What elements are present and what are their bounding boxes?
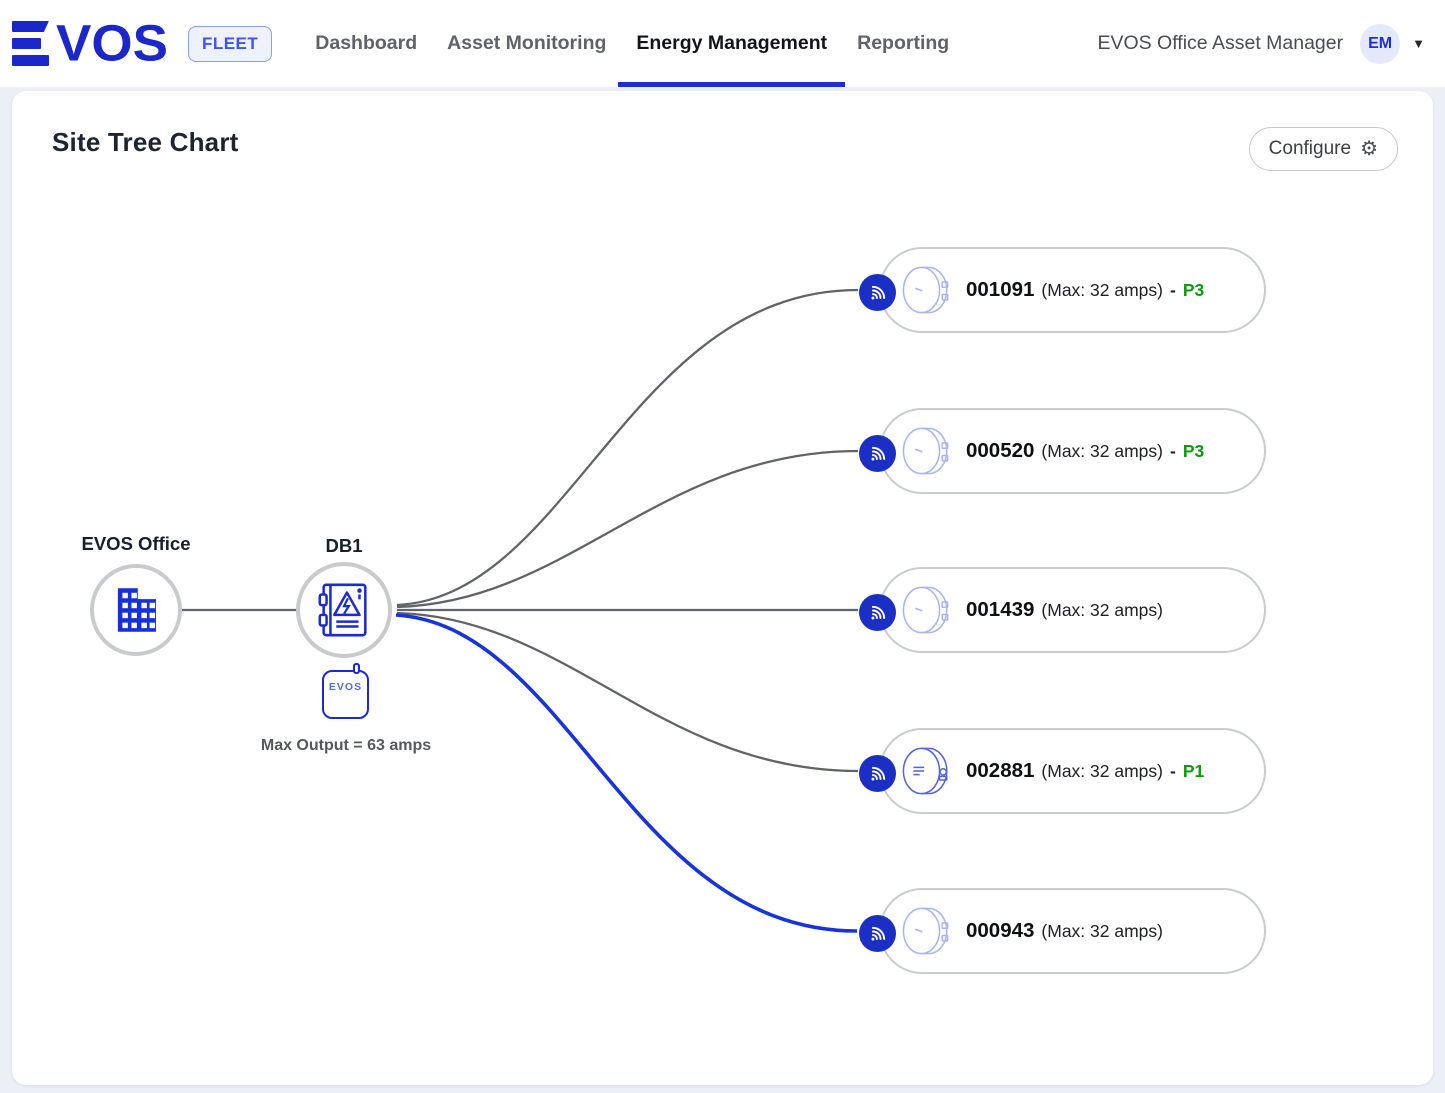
charger-max-amps: (Max: 32 amps) [1041, 600, 1163, 620]
main-nav: Dashboard Asset Monitoring Energy Manage… [304, 0, 960, 87]
site-node[interactable] [90, 564, 182, 656]
antenna-icon [353, 663, 360, 674]
charger-phase-badge: P3 [1182, 280, 1205, 300]
ev-charger-icon [902, 427, 949, 475]
distribution-board-icon [318, 583, 367, 637]
account-label: EVOS Office Asset Manager [1097, 32, 1344, 54]
charger-serial: 002881 [966, 759, 1035, 782]
nav-tab-energy-management[interactable]: Energy Management [618, 0, 845, 87]
device-label: EVOS [328, 681, 363, 693]
building-icon [117, 588, 156, 632]
nav-tab-reporting[interactable]: Reporting [857, 32, 950, 54]
gear-icon: ⚙ [1360, 138, 1378, 160]
wifi-status-icon [859, 915, 896, 952]
charger-max-amps: (Max: 32 amps) [1041, 761, 1163, 781]
wifi-status-icon [859, 594, 896, 631]
configure-button[interactable]: Configure ⚙ [1248, 127, 1398, 171]
ev-charger-icon [902, 747, 948, 795]
separator: - [1169, 441, 1176, 461]
separator: - [1169, 280, 1176, 300]
evos-logo[interactable]: VOS [12, 17, 168, 70]
fleet-badge: FLEET [187, 25, 273, 62]
charger-max-amps: (Max: 32 amps) [1041, 280, 1163, 300]
connection-line-db1-000520 [396, 449, 859, 609]
charger-serial: 001439 [966, 598, 1035, 621]
nav-tab-asset-monitoring[interactable]: Asset Monitoring [447, 32, 607, 54]
connection-line-db1-001091 [396, 288, 859, 607]
connection-line-db1-000943-highlighted [395, 613, 858, 933]
charger-phase-badge: P1 [1182, 761, 1205, 781]
charger-pill-000943[interactable]: 000943 (Max: 32 amps) [859, 888, 1266, 974]
evos-logo-text: VOS [56, 15, 168, 72]
db1-node[interactable] [296, 562, 392, 658]
site-node-label: EVOS Office [81, 533, 191, 554]
ev-charger-icon [902, 586, 949, 634]
charger-serial: 000520 [966, 439, 1035, 462]
ev-charger-icon [902, 907, 949, 955]
wifi-status-icon [859, 435, 896, 472]
evos-logo-e-icon [12, 21, 49, 66]
ev-charger-icon [902, 266, 949, 314]
max-output-label: Max Output = 63 amps [260, 737, 432, 754]
header-account-area: EVOS Office Asset Manager EM ▼ [1097, 23, 1425, 64]
charger-pill-001439[interactable]: 001439 (Max: 32 amps) [859, 567, 1266, 653]
charger-serial: 001091 [966, 278, 1035, 301]
charger-pill-000520[interactable]: 000520 (Max: 32 amps) - P3 [859, 408, 1266, 494]
evos-gateway-device: EVOS [322, 663, 369, 719]
db1-node-label: DB1 [325, 535, 363, 556]
nav-tab-dashboard[interactable]: Dashboard [315, 32, 418, 54]
top-navigation-bar: VOS FLEET Dashboard Asset Monitoring Ene… [0, 0, 1445, 87]
wifi-status-icon [859, 755, 896, 792]
page-title: Site Tree Chart [52, 127, 239, 157]
charger-serial: 000943 [966, 919, 1035, 942]
charger-phase-badge: P3 [1182, 441, 1205, 461]
wifi-status-icon [859, 274, 896, 311]
configure-button-label: Configure [1268, 138, 1352, 159]
charger-pill-002881[interactable]: 002881 (Max: 32 amps) - P1 [859, 728, 1266, 814]
chevron-down-icon[interactable]: ▼ [1412, 36, 1425, 51]
separator: - [1169, 761, 1176, 781]
charger-pill-001091[interactable]: 001091 (Max: 32 amps) - P3 [859, 247, 1266, 333]
charger-max-amps: (Max: 32 amps) [1041, 441, 1163, 461]
charger-max-amps: (Max: 32 amps) [1041, 921, 1163, 941]
connection-line-db1-002881 [396, 611, 859, 773]
avatar[interactable]: EM [1360, 23, 1401, 64]
